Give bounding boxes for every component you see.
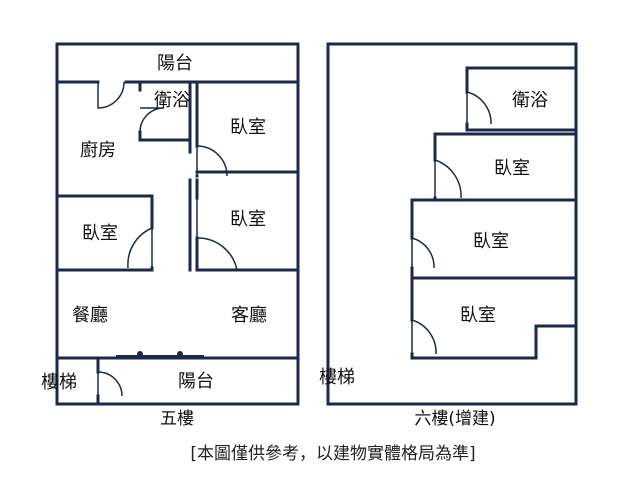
floor6-bedroom1-label: 臥室 xyxy=(494,158,530,179)
floor6-bedroom3-wall xyxy=(410,276,578,360)
floor6-bathroom-wall xyxy=(465,66,578,132)
floor5-stairs-label: 樓梯 xyxy=(41,372,77,393)
floor5-dining-label: 餐廳 xyxy=(72,305,108,326)
floor5-balcony-top-label: 陽台 xyxy=(157,53,193,74)
floor5-door-balcony xyxy=(97,81,125,109)
floor5-living-label: 客廳 xyxy=(231,305,267,326)
disclaimer-note: [本圖僅供參考，以建物實體格局為準] xyxy=(190,444,476,464)
floor5-door-bedroom-b xyxy=(196,198,238,271)
floor6-bathroom-label: 衛浴 xyxy=(512,90,548,111)
floor5-outer-wall xyxy=(55,42,300,406)
floor5-door-bedroom-c xyxy=(127,227,153,269)
floor6-bedroom2-label: 臥室 xyxy=(473,231,509,252)
floor5-balcony-bottom-label: 陽台 xyxy=(178,371,214,392)
floor6-door-bedroom3 xyxy=(411,319,437,355)
floor6-bedroom3-label: 臥室 xyxy=(460,305,496,326)
floor6-door-bedroom1 xyxy=(434,159,462,199)
floor5-bathroom-label: 衛浴 xyxy=(154,90,190,111)
floor6-door-bathroom xyxy=(466,91,492,125)
floor5-bedroom-a-label: 臥室 xyxy=(230,117,266,138)
floor5-door-bathroom xyxy=(139,107,165,133)
floor5-kitchen-label: 廚房 xyxy=(80,140,116,161)
floor5-door-bedroom-a xyxy=(196,145,228,177)
floor6-title: 六樓(增建) xyxy=(414,409,496,429)
floor5-door-stairs xyxy=(97,371,123,397)
floor6-stairs-label: 樓梯 xyxy=(319,367,355,388)
floor5-bedroom-c-wall xyxy=(55,194,154,272)
floor5-bedroom-c-label: 臥室 xyxy=(82,223,118,244)
floor5-title: 五樓 xyxy=(160,409,194,429)
floor5-bathroom-wall xyxy=(138,80,192,142)
floor6-outer-wall xyxy=(326,42,578,406)
floor5-bedroom-b-wall xyxy=(195,178,300,272)
floor6-door-bedroom2 xyxy=(411,237,435,269)
floor5-bedroom-b-label: 臥室 xyxy=(230,209,266,230)
